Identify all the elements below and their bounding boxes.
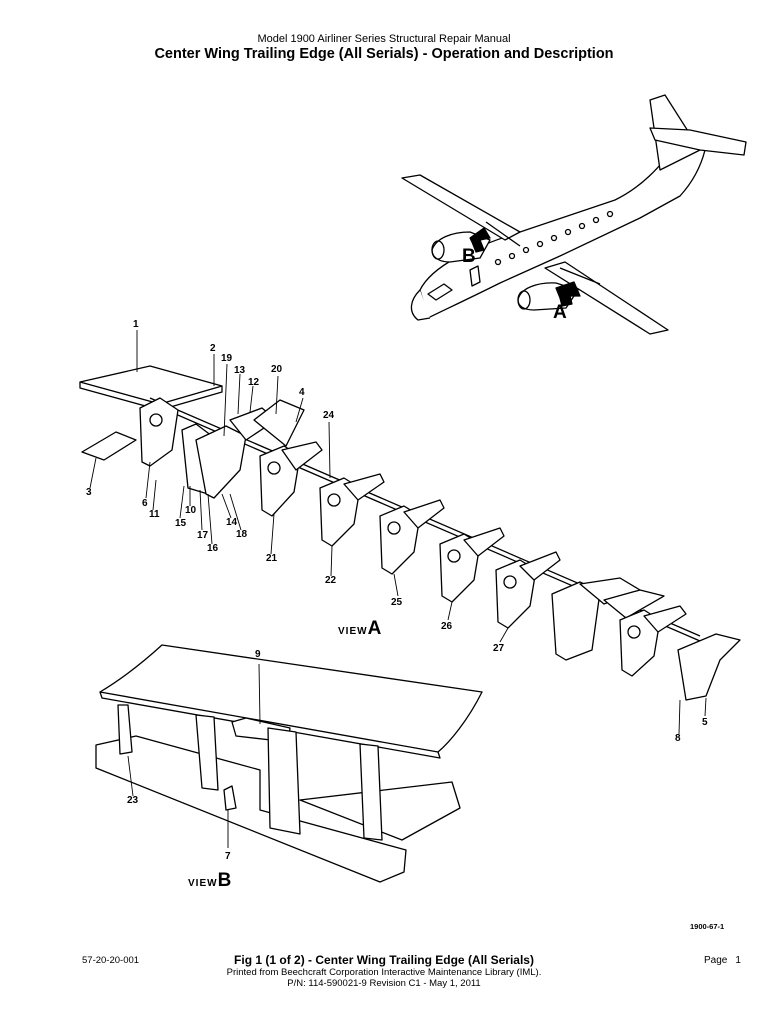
view-a-letter: A	[367, 618, 382, 639]
view-b-word: VIEW	[188, 878, 218, 889]
callout-27: 27	[493, 643, 505, 654]
callout-17: 17	[197, 530, 209, 541]
part-number: P/N: 114-590021-9 Revision C1 - May 1, 2…	[287, 978, 481, 989]
callout-14: 14	[226, 517, 238, 528]
callout-22: 22	[325, 575, 337, 586]
callout-4: 4	[299, 387, 305, 398]
callout-3: 3	[86, 487, 92, 498]
callout-16: 16	[207, 543, 219, 554]
callout-12: 12	[248, 377, 260, 388]
printed-from: Printed from Beechcraft Corporation Inte…	[226, 967, 542, 978]
page-title: Center Wing Trailing Edge (All Serials) …	[154, 46, 614, 62]
callout-8: 8	[675, 733, 681, 744]
view-b-assembly	[95, 644, 483, 883]
callout-25: 25	[391, 597, 403, 608]
callout-15: 15	[175, 518, 187, 529]
drawing-id: 1900-67-1	[690, 922, 725, 931]
page-indicator: Page 1	[704, 955, 741, 966]
view-b-marker: B	[462, 246, 476, 267]
callout-10: 10	[185, 505, 197, 516]
callout-1: 1	[133, 319, 139, 330]
callout-7: 7	[225, 851, 231, 862]
view-a-marker: A	[553, 302, 567, 323]
callout-26: 26	[441, 621, 453, 632]
view-b-letter: B	[217, 870, 232, 891]
callout-24: 24	[323, 410, 335, 421]
callout-leaders	[89, 330, 707, 848]
view-a-label: VIEWA	[338, 618, 382, 641]
view-a-word: VIEW	[338, 626, 368, 637]
callout-11: 11	[149, 509, 160, 520]
airplane-illustration	[401, 94, 747, 335]
callout-2: 2	[210, 343, 216, 354]
figure-caption: Fig 1 (1 of 2) - Center Wing Trailing Ed…	[234, 953, 534, 967]
callout-13: 13	[234, 365, 246, 376]
callout-20: 20	[271, 364, 283, 375]
doc-number: 57-20-20-001	[82, 955, 140, 966]
callout-21: 21	[266, 553, 278, 564]
view-a-assembly	[79, 365, 741, 701]
callout-5: 5	[702, 717, 708, 728]
manual-title: Model 1900 Airliner Series Structural Re…	[257, 33, 511, 45]
callout-23: 23	[127, 795, 139, 806]
callout-18: 18	[236, 529, 248, 540]
page-number: 1	[735, 955, 741, 966]
callout-6: 6	[142, 498, 148, 509]
page-label: Page	[704, 955, 728, 966]
view-b-label: VIEWB	[188, 870, 232, 893]
callout-9: 9	[255, 649, 261, 660]
callout-19: 19	[221, 353, 233, 364]
